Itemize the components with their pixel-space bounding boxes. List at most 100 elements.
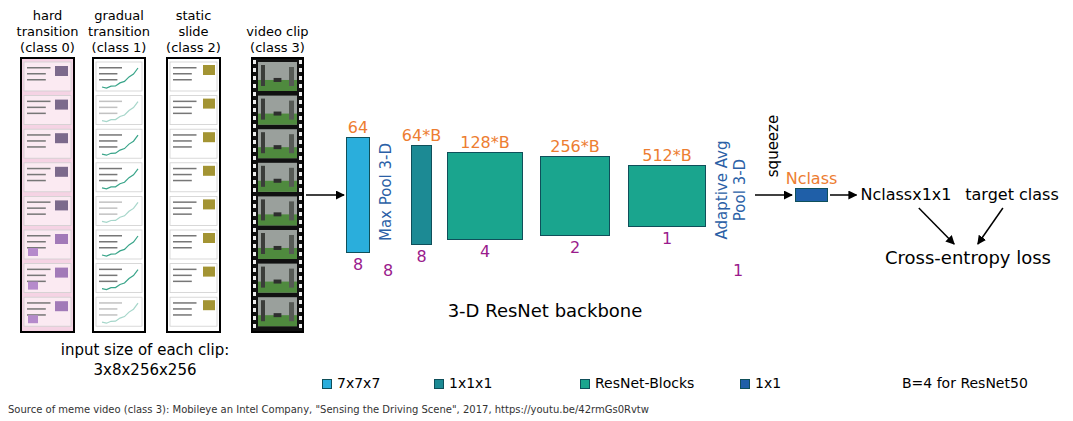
slide-text-line <box>27 79 46 81</box>
operation-name: squeeze <box>764 115 782 177</box>
sprocket-hole <box>299 300 302 304</box>
sprocket-hole <box>253 252 256 256</box>
clip-strip: static slide (class 2) <box>166 57 221 333</box>
sprocket-hole <box>299 76 302 80</box>
sprocket-hole <box>299 132 302 136</box>
sprocket-hole <box>253 316 256 320</box>
sprocket-hole <box>253 268 256 272</box>
chart-curve <box>102 102 138 122</box>
slide-text-line <box>27 73 46 75</box>
slide-text-line <box>173 213 192 215</box>
output-shape: Nclassx1x1 <box>859 184 954 206</box>
slide-picture <box>28 248 38 256</box>
sprocket-hole <box>299 252 302 256</box>
sprocket-hole <box>253 236 256 240</box>
car <box>274 179 282 183</box>
sprocket-hole <box>299 260 302 264</box>
arrow-connector <box>978 208 1003 244</box>
sprocket-hole <box>299 140 302 144</box>
channel-count: 128*B <box>460 134 510 152</box>
slide-text-line <box>99 113 117 115</box>
chart-curve <box>102 236 138 256</box>
car <box>274 212 282 216</box>
sprocket-hole <box>299 188 302 192</box>
sprocket-hole <box>299 220 302 224</box>
slide-text-line <box>99 314 117 316</box>
building <box>289 269 294 288</box>
slide-text-line <box>99 79 117 81</box>
sprocket-hole <box>253 156 256 160</box>
slide-frame <box>96 129 142 158</box>
sprocket-hole <box>253 76 256 80</box>
legend-swatch <box>322 379 332 389</box>
slide-picture <box>203 233 215 243</box>
slide-text-line <box>99 275 117 277</box>
resnet-block: 512*B1 <box>628 165 706 227</box>
sprocket-hole <box>253 188 256 192</box>
tree <box>261 300 265 321</box>
sprocket-hole <box>299 204 302 208</box>
slide-text-line <box>173 201 197 203</box>
video-frame <box>258 264 297 293</box>
slide-text-line <box>99 241 117 243</box>
slide-text-line <box>99 201 122 203</box>
car <box>274 246 282 250</box>
slide-frame <box>170 297 217 326</box>
slide-frame <box>170 163 217 192</box>
temporal-size: 4 <box>480 243 490 261</box>
slide-text-line <box>27 113 46 115</box>
sprocket-hole <box>253 324 256 328</box>
sprocket-hole <box>299 92 302 96</box>
slide-text-line <box>99 174 117 176</box>
slide-text-line <box>173 207 192 209</box>
slide-text-line <box>27 207 46 209</box>
sprocket-hole <box>299 156 302 160</box>
squeeze-arrow <box>755 194 792 196</box>
sprocket-hole <box>299 244 302 248</box>
sprocket-hole <box>253 220 256 224</box>
video-frame <box>258 196 297 225</box>
class-heading: hard transition (class 0) <box>13 8 83 56</box>
slide-text-line <box>27 107 46 109</box>
slide-frame <box>96 96 142 125</box>
sprocket-hole <box>299 308 302 312</box>
resnet-block: 256*B2 <box>540 156 610 236</box>
slide-picture <box>55 234 68 244</box>
video-frame <box>258 62 297 91</box>
slide-text-line <box>27 146 46 148</box>
temporal-size: 8 <box>353 256 363 274</box>
slide-frame <box>24 264 71 293</box>
slide-text-line <box>27 168 51 170</box>
slide-picture <box>203 199 215 209</box>
sprocket-hole <box>299 268 302 272</box>
arrow-connector <box>306 194 344 196</box>
slide-frame <box>96 297 142 326</box>
clip-strip: video clip (class 3) <box>251 57 304 333</box>
slide-picture <box>28 315 38 323</box>
class-count: Nclass <box>786 170 838 188</box>
slide-text-line <box>99 140 117 142</box>
slide-text-line <box>27 308 46 310</box>
tree <box>261 132 265 153</box>
sprocket-hole <box>253 68 256 72</box>
slide-text-line <box>173 302 197 304</box>
slide-text-line <box>27 134 51 136</box>
building <box>289 134 294 153</box>
sprocket-hole <box>253 276 256 280</box>
slide-text-line <box>173 235 197 237</box>
channel-count: 64 <box>348 119 368 137</box>
slide-frame <box>24 62 71 91</box>
sprocket-hole <box>299 108 302 112</box>
sprocket-hole <box>253 212 256 216</box>
slide-text-line <box>99 101 122 103</box>
tree <box>261 199 265 220</box>
slide-text-line <box>27 275 46 277</box>
conv-block: 64*B8 <box>411 145 432 245</box>
clip-frames <box>20 57 304 333</box>
target-label: target class <box>963 184 1060 206</box>
sprocket-hole <box>253 260 256 264</box>
building <box>289 235 294 254</box>
slide-frame <box>170 62 217 91</box>
sprocket-hole <box>299 164 302 168</box>
slide-picture <box>203 300 215 310</box>
